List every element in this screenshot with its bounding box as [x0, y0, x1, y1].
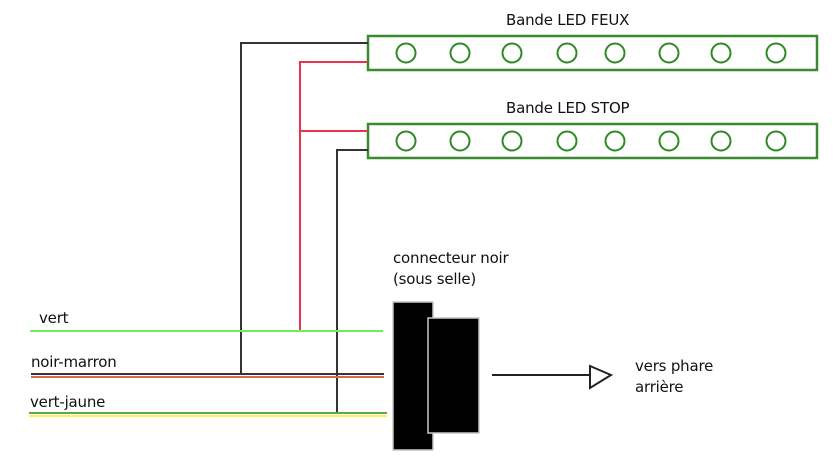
led-strip-stop-leds [395, 130, 787, 152]
led-stop-1 [395, 130, 417, 152]
led-feux-1 [395, 42, 417, 64]
output-label: vers phare arrière [635, 356, 713, 398]
output-label-line2: arrière [635, 378, 684, 396]
arrow-to-rear-light [492, 364, 614, 390]
led-stop-3 [501, 130, 523, 152]
led-stop-4 [556, 130, 578, 152]
led-stop-5 [604, 130, 626, 152]
connector-label: connecteur noir (sous selle) [393, 248, 509, 290]
led-stop-7 [710, 130, 732, 152]
stop-ground-wire [336, 149, 368, 413]
led-feux-3 [501, 42, 523, 64]
led-stop-2 [449, 130, 471, 152]
wire-label-vert: vert [39, 309, 69, 327]
connector-back-block [392, 301, 434, 451]
led-stop-8 [765, 130, 787, 152]
connector-front-block [427, 317, 480, 434]
feux-ground-wire [240, 42, 368, 374]
led-strip-feux [366, 34, 819, 72]
led-strip-stop-body [366, 122, 819, 160]
strip-feux-title: Bande LED FEUX [506, 11, 630, 29]
output-label-line1: vers phare [635, 357, 714, 375]
connector-label-line1: connecteur noir [393, 249, 509, 267]
led-feux-7 [710, 42, 732, 64]
wire-label-noir-marron: noir-marron [31, 353, 117, 371]
black-connector [392, 301, 480, 451]
feux-positive-wire [299, 61, 368, 331]
led-feux-5 [604, 42, 626, 64]
wire-label-vert-jaune: vert-jaune [30, 393, 106, 411]
led-stop-6 [658, 130, 680, 152]
led-feux-6 [658, 42, 680, 64]
strip-stop-title: Bande LED STOP [506, 99, 630, 117]
led-feux-2 [449, 42, 471, 64]
led-strip-feux-leds [395, 42, 787, 64]
led-strip-feux-body [366, 34, 819, 72]
led-feux-4 [556, 42, 578, 64]
connector-label-line2: (sous selle) [393, 270, 476, 288]
arrow-head-icon [589, 364, 614, 390]
led-feux-8 [765, 42, 787, 64]
led-strip-stop [366, 122, 819, 160]
